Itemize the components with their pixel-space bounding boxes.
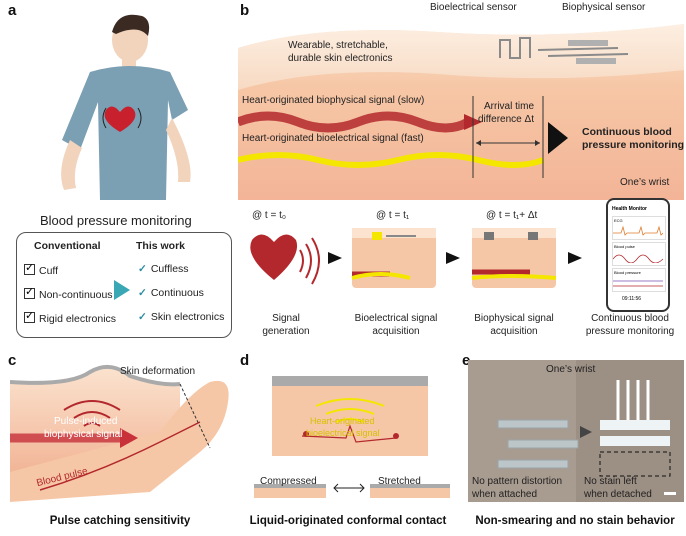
wrist-pulse-illustration xyxy=(10,364,229,502)
skin-deformation-label: Skin deformation xyxy=(120,366,196,377)
heart-icon xyxy=(250,234,320,285)
arrow-right-icon xyxy=(568,252,582,264)
right-note-1: No stain left xyxy=(584,476,637,487)
wrist-photo xyxy=(468,360,684,502)
biophysical-acquisition-illustration xyxy=(471,228,557,288)
panel-letter-d: d xyxy=(240,352,250,369)
this-work-item: ✓Skin electronics xyxy=(138,311,225,323)
panel-letter-b: b xyxy=(240,2,250,19)
slow-signal-label: Heart-originated biophysical signal (slo… xyxy=(242,95,425,106)
fast-signal-label: Heart-originated bioelectrical signal (f… xyxy=(242,133,424,144)
step-caption-3: Biophysical signal acquisition xyxy=(474,313,554,337)
left-note-1: No pattern distortion xyxy=(472,476,563,487)
panel-letter-e: e xyxy=(462,352,471,369)
this-work-item: ✓Cuffless xyxy=(138,263,189,275)
this-work-header: This work xyxy=(136,240,186,252)
phone-time: 09:11:56 xyxy=(622,296,642,302)
phone-title: Health Monitor xyxy=(612,206,647,212)
wrist-label: One’s wrist xyxy=(620,177,670,188)
biophysical-sensor-label: Biophysical sensor xyxy=(562,2,646,13)
conventional-header: Conventional xyxy=(34,240,101,252)
ecg-label: ECG xyxy=(614,218,623,223)
step-caption-2: Bioelectrical signal acquisition xyxy=(354,313,438,337)
this-work-item: ✓Continuous xyxy=(138,287,204,299)
panel-e-caption: Non-smearing and no stain behavior xyxy=(475,515,675,527)
arrow-right-icon xyxy=(114,280,130,300)
arrow-right-icon xyxy=(446,252,460,264)
comparison-box xyxy=(16,232,232,338)
stretched-label: Stretched xyxy=(378,476,421,487)
skin-electronics-label-1: Wearable, stretchable, xyxy=(288,40,388,51)
output-label-2: pressure monitoring xyxy=(582,139,685,151)
pulse-signal-label-1: Pulse-induced xyxy=(54,416,118,427)
heart-signal-label-1: Heart-originated xyxy=(310,416,375,426)
skin-cross-section xyxy=(238,24,684,200)
panel-a-title: Blood pressure monitoring xyxy=(40,213,192,228)
bioelectrical-acquisition-illustration xyxy=(351,228,436,288)
step-time-2: @ t = t₁ xyxy=(376,210,410,221)
panel-d-caption: Liquid-originated conformal contact xyxy=(249,515,447,527)
panel-e-wrist-label: One’s wrist xyxy=(546,364,596,375)
right-note-2: when detached xyxy=(584,489,652,500)
output-label-1: Continuous blood xyxy=(582,126,672,138)
step-caption-4: Continuous blood pressure monitoring xyxy=(585,313,675,337)
runner-illustration xyxy=(61,14,191,200)
conventional-item: Cuff xyxy=(24,261,58,277)
ecg-card: ECG xyxy=(612,216,666,240)
step-caption-1: Signal generation xyxy=(262,313,310,337)
step-time-1: @ t = t₀ xyxy=(252,210,287,221)
heart-signal-label-2: bioelectrical signal xyxy=(306,428,380,438)
bp-label: Blood pressure xyxy=(614,270,641,275)
conformal-contact-illustration xyxy=(254,376,450,498)
compressed-label: Compressed xyxy=(260,476,317,487)
conventional-item: Non-continuous xyxy=(24,285,113,301)
pulse-card: Blood pulse xyxy=(612,242,666,266)
bioelectrical-sensor-label: Bioelectrical sensor xyxy=(430,2,517,13)
arrow-right-icon xyxy=(328,252,342,264)
step-time-3: @ t = t₁+ Δt xyxy=(486,210,538,221)
arrival-time-label-1: Arrival time xyxy=(484,101,535,112)
bp-card: Blood pressure xyxy=(612,268,666,292)
left-note-2: when attached xyxy=(472,489,538,500)
panel-c-caption: Pulse catching sensitivity xyxy=(49,515,191,527)
pulse-signal-label-2: biophysical signal xyxy=(44,429,123,440)
panel-letter-c: c xyxy=(8,352,17,369)
panel-letter-a: a xyxy=(8,2,17,19)
pulse-label: Blood pulse xyxy=(614,244,635,249)
phone: Health Monitor ECG Blood pulse Blood pre… xyxy=(606,198,670,312)
skin-electronics-label-2: durable skin electronics xyxy=(288,53,393,64)
conventional-item: Rigid electronics xyxy=(24,309,116,325)
arrival-time-label-2: difference Δt xyxy=(478,114,534,125)
